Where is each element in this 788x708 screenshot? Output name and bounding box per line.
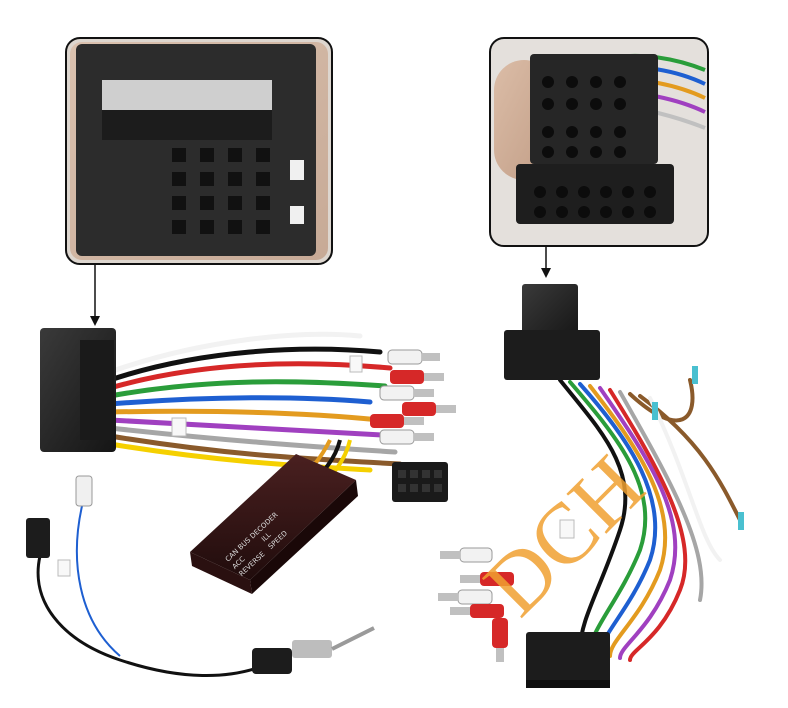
antenna-adapter-cable (26, 475, 375, 678)
canbus-decoder-box: CAN BUS DECODER ACC ILL REVERSE SPEED (190, 439, 358, 594)
left-inset-arrow (90, 264, 100, 326)
right-wiring-harness (438, 284, 744, 688)
right-inset-connector-closeup (489, 37, 709, 247)
left-wiring-harness (40, 328, 456, 502)
right-inset-arrow (541, 246, 551, 278)
left-inset-connector-closeup (65, 37, 333, 265)
